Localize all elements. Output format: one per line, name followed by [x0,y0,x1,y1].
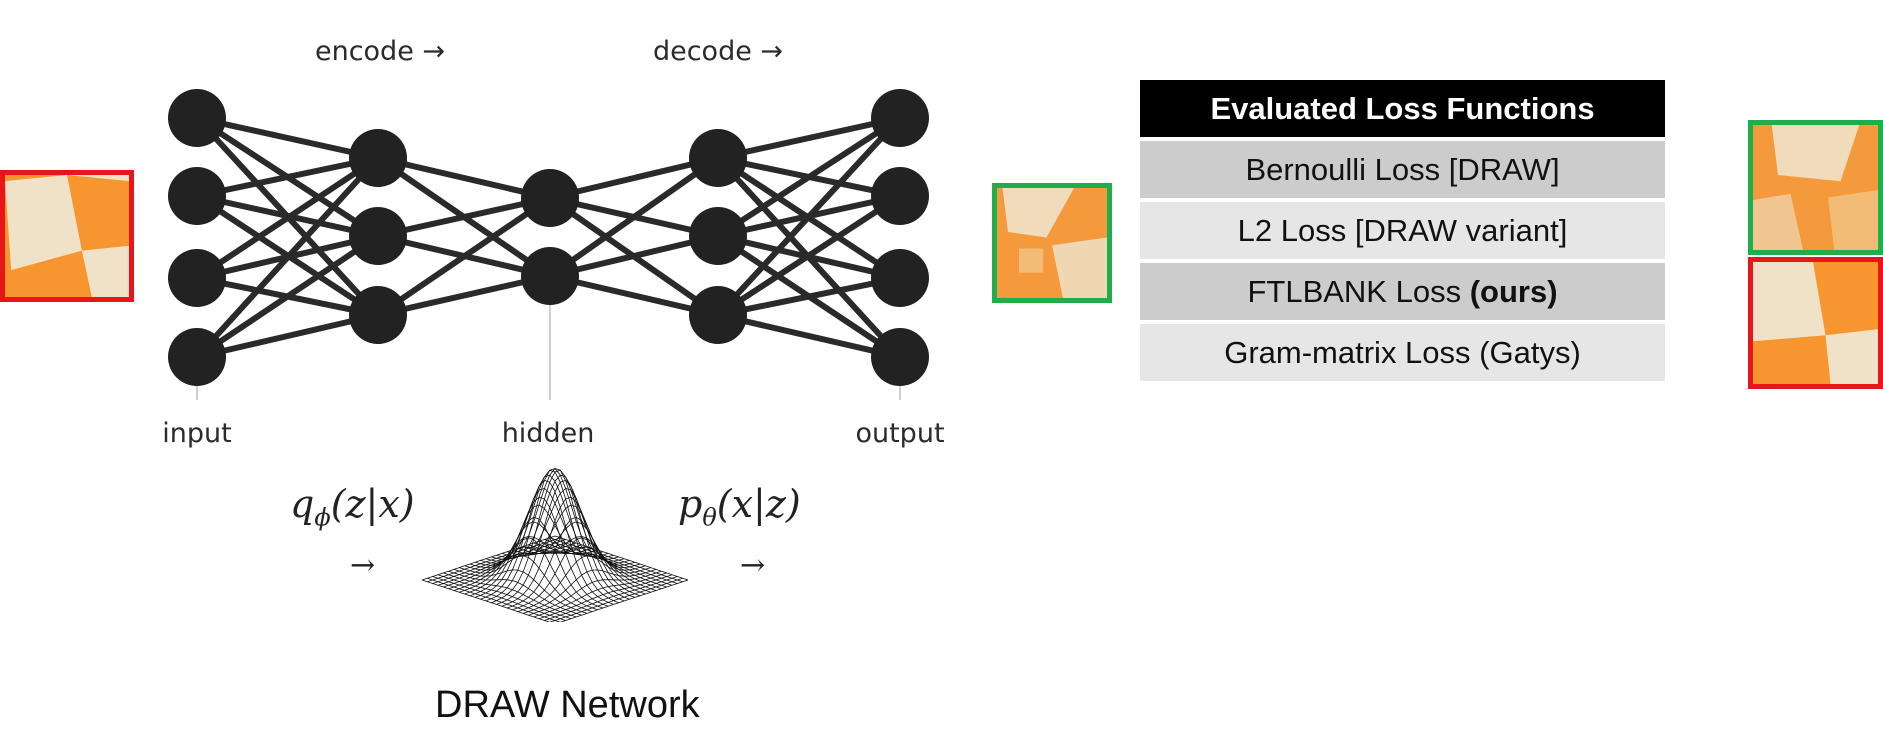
loss-row-gram: Gram-matrix Loss (Gatys) [1140,324,1665,381]
surface-gridline [544,539,678,584]
encoder-arrow-icon: → [350,548,376,583]
surface-gridline [437,574,572,620]
network-edge [194,155,381,360]
output-node [871,89,929,147]
output-node [871,167,929,225]
input-node [168,167,226,225]
surface-gridline [522,569,657,614]
surface-gridline [528,570,662,616]
surface-gridline [533,572,667,618]
input-node [168,249,226,307]
surface-gridline [549,537,683,583]
surface-gridline [427,537,561,583]
surface-gridline [432,576,566,621]
surface-gridline [448,544,582,590]
surface-gridline [464,521,598,595]
diagram-caption: DRAW Network [435,684,700,726]
surface-gridline [491,469,625,604]
surface-gridline [501,496,635,607]
surface-gridline [448,570,582,616]
loss-row-l2: L2 Loss [DRAW variant] [1140,202,1665,259]
encode-label: encode → [314,36,446,67]
network-edge [715,115,903,318]
surface-gridline [427,577,561,622]
surface-gridline [538,574,673,620]
surface-gridline [544,576,678,621]
decoder-node [689,129,747,187]
surface-gridline [512,521,646,595]
surface-gridline [453,569,588,614]
output-label: output [855,418,945,449]
encoder-node [349,207,407,265]
loss-functions-table: Evaluated Loss Functions Bernoulli Loss … [1140,80,1665,385]
input-texture-tile [0,170,134,302]
encoder-distribution-formula: qϕ(z|x) [290,482,415,532]
surface-gridline [443,572,577,618]
decoder-node [689,286,747,344]
network-edge [196,312,379,360]
gaussian-surface-icon [421,468,689,622]
loss-row-bernoulli: Bernoulli Loss [DRAW] [1140,141,1665,198]
output-node [871,328,929,386]
network-edge [717,115,901,161]
loss-table-header: Evaluated Loss Functions [1140,80,1665,137]
surface-gridline [538,540,673,586]
network-edge [195,233,380,360]
network-edge [716,193,902,318]
surface-gridline [549,577,683,622]
surface-gridline [506,516,641,609]
surface-gridline [421,579,551,622]
input-node [168,328,226,386]
output-node [871,249,929,307]
encoder-node [349,129,407,187]
surface-gridline [517,555,651,612]
surface-gridline [559,579,689,622]
decoder-arrow-icon: → [740,548,766,583]
decode-label: decode → [652,36,784,67]
network-edge [717,312,901,360]
target-texture-tile [1748,257,1883,389]
surface-gridline [512,537,646,611]
network-edge [377,195,551,239]
ftlbank-output-texture-tile [1748,120,1883,255]
network-edge [548,155,720,279]
network-edge [377,155,551,201]
surface-gridline [432,539,566,584]
hidden-node [521,169,579,227]
network-edge [377,273,551,318]
network-edge [196,115,379,161]
network-edge [195,155,380,281]
surface-gridline [554,535,689,581]
input-label: input [162,418,232,449]
decoder-distribution-formula: pθ(x|z) [678,482,801,532]
loss-row-ftlbank: FTLBANK Loss (ours) [1140,263,1665,320]
surface-gridline [459,555,593,612]
network-edge [196,155,379,199]
network-edge [717,275,901,318]
encoder-node [349,286,407,344]
input-node [168,89,226,147]
hidden-node [521,247,579,305]
network-edge [376,195,552,318]
surface-gridline [485,468,619,602]
reconstruction-texture-tile [992,183,1112,303]
hidden-label: hidden [501,418,595,449]
decoder-node [689,207,747,265]
network-edge [716,115,902,239]
